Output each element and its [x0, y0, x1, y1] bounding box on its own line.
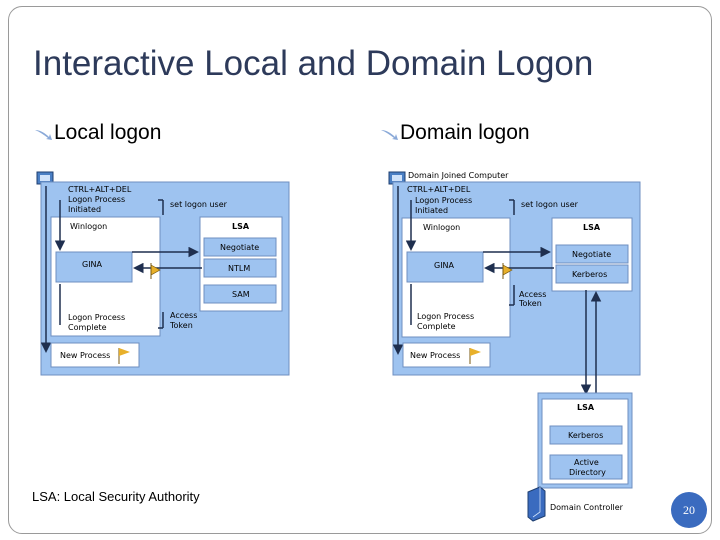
- dc-ad-box: [549, 454, 623, 480]
- local-sam-box: [203, 284, 277, 304]
- domain-set-logon-user: set logon user: [521, 200, 579, 209]
- domain-new-process-box: [402, 342, 491, 368]
- local-sam-label: SAM: [232, 290, 250, 299]
- dc-ad-label-1: Active: [574, 458, 599, 467]
- local-gina-label: GINA: [82, 260, 103, 269]
- slide-title: Interactive Local and Domain Logon: [33, 44, 594, 83]
- bullet-arrow-icon: [32, 125, 54, 141]
- domain-ctrl-alt-del: CTRL+ALT+DEL: [407, 185, 471, 194]
- dc-kerberos-box: [549, 425, 623, 445]
- footnote: LSA: Local Security Authority: [32, 489, 200, 504]
- server-icon: [527, 486, 546, 522]
- local-negotiate-label: Negotiate: [220, 243, 259, 252]
- domain-gina-box: [406, 251, 484, 283]
- bullet-domain-logon: Domain logon: [378, 121, 530, 145]
- domain-logon-complete-1: Logon Process: [417, 312, 474, 321]
- bullet-domain-logon-text: Domain logon: [400, 121, 530, 144]
- local-logon-initiated-2: Initiated: [68, 205, 101, 214]
- domain-access-token-1: Access: [519, 290, 546, 299]
- dc-lsa-label: LSA: [577, 403, 595, 412]
- domain-logon-initiated-1: Logon Process: [415, 196, 472, 205]
- local-logon-complete-1: Logon Process: [68, 313, 125, 322]
- domain-access-token-2: Token: [518, 299, 542, 308]
- flag-icon: [118, 348, 130, 364]
- bullet-arrow-icon: [378, 125, 400, 141]
- domain-kerberos-label: Kerberos: [572, 270, 607, 279]
- local-logon-complete-2: Complete: [68, 323, 107, 332]
- local-ctrl-alt-del: CTRL+ALT+DEL: [68, 185, 132, 194]
- domain-gina-label: GINA: [434, 261, 455, 270]
- dc-label: Domain Controller: [550, 503, 624, 512]
- dc-ad-label-2: Directory: [569, 468, 606, 477]
- domain-winlogon-label: Winlogon: [423, 223, 460, 232]
- domain-logon-complete-2: Complete: [417, 322, 456, 331]
- page-number-badge: 20: [671, 492, 707, 528]
- domain-negotiate-label: Negotiate: [572, 250, 611, 259]
- dc-kerberos-label: Kerberos: [568, 431, 603, 440]
- key-icon: [502, 263, 513, 279]
- flag-icon: [469, 348, 481, 364]
- key-icon: [150, 263, 161, 279]
- local-gina-box: [55, 251, 133, 283]
- local-logon-initiated-1: Logon Process: [68, 195, 125, 204]
- domain-computer-label: Domain Joined Computer: [408, 171, 509, 180]
- local-set-logon-user: set logon user: [170, 200, 228, 209]
- local-ntlm-box: [203, 258, 277, 278]
- domain-new-process-label: New Process: [410, 351, 460, 360]
- domain-lsa-label: LSA: [583, 223, 601, 232]
- bullet-local-logon-text: Local logon: [54, 121, 162, 144]
- local-negotiate-box: [203, 237, 277, 257]
- bullet-local-logon: Local logon: [32, 121, 161, 145]
- local-new-process-label: New Process: [60, 351, 110, 360]
- domain-logon-initiated-2: Initiated: [415, 206, 448, 215]
- local-new-process-box: [50, 342, 140, 368]
- local-access-token-2: Token: [169, 321, 193, 330]
- local-winlogon-label: Winlogon: [70, 222, 107, 231]
- domain-negotiate-box: [555, 244, 629, 264]
- local-lsa-label: LSA: [232, 222, 250, 231]
- local-ntlm-label: NTLM: [228, 264, 250, 273]
- local-access-token-1: Access: [170, 311, 197, 320]
- domain-kerberos-box: [555, 264, 629, 284]
